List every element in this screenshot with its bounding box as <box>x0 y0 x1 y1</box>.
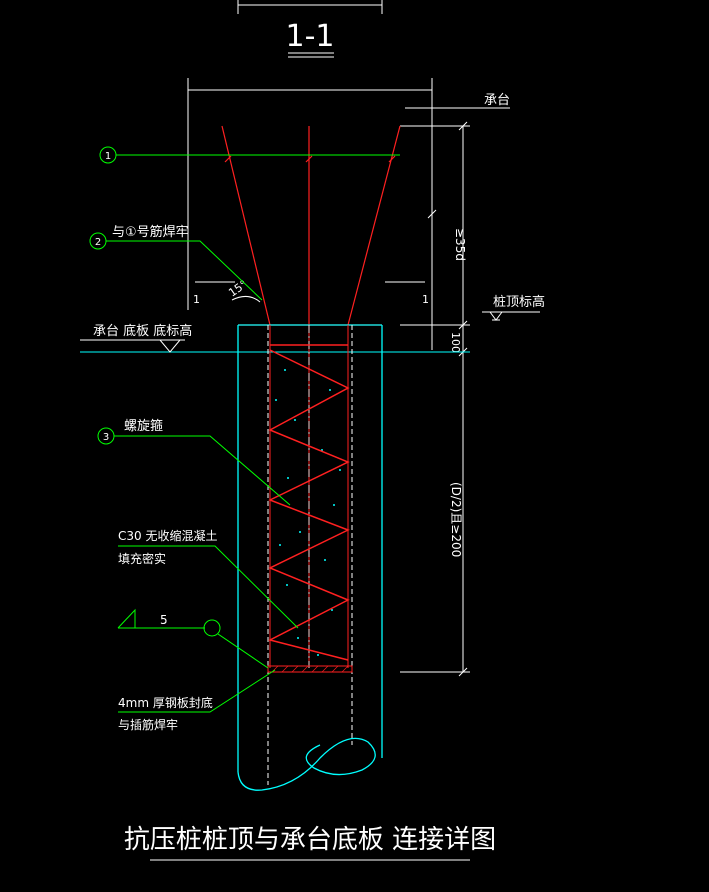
weld-symbol <box>117 608 269 669</box>
weld-note: 与①号筋焊牢 <box>112 224 189 240</box>
cap-bottom-elev-label: 承台 底板 底标高 <box>93 323 192 339</box>
callout-1-number: 1 <box>105 151 111 162</box>
callout-2-leader <box>106 240 263 301</box>
spiral-label: 螺旋箍 <box>124 418 163 434</box>
plate-note-1: 4mm 厚钢板封底 <box>118 695 213 710</box>
concrete-note-1: C30 无收缩混凝土 <box>118 528 217 543</box>
depth-dimension: (D/2)且≥200 <box>449 482 463 557</box>
pile-top-elev-label: 桩顶标高 <box>493 294 545 310</box>
section-mark-left: 1 <box>193 293 200 306</box>
angle-arc <box>231 296 261 303</box>
plate-leader <box>118 669 276 713</box>
concrete-fill-dots <box>275 369 341 656</box>
concrete-note-2: 填充密实 <box>118 551 166 566</box>
anchorage-dimension: ≥35d <box>453 228 467 261</box>
cap-label: 承台 <box>484 93 510 108</box>
spiral-stirrup <box>267 349 350 661</box>
pile-shell <box>237 324 383 791</box>
callout-3-leader <box>114 435 291 506</box>
top-dimension-fragment <box>237 0 383 14</box>
pile-inner-wall <box>267 325 353 785</box>
callout-3-number: 3 <box>103 432 109 443</box>
section-label: 1-1 <box>286 19 335 54</box>
anchor-rebars <box>221 125 401 326</box>
plate-note-2: 与插筋焊牢 <box>118 717 178 732</box>
embed-dimension: 100 <box>449 332 462 353</box>
right-dimensions <box>400 121 470 677</box>
width-dimension <box>187 78 433 310</box>
callout-2-number: 2 <box>95 237 101 248</box>
weld-size: 5 <box>160 613 168 627</box>
pile-top-elev-marker <box>482 311 540 321</box>
steel-plate-hatch <box>271 665 349 673</box>
cap-bottom-elev-marker <box>80 339 185 353</box>
concrete-leader <box>118 545 299 629</box>
steel-plate <box>267 665 353 673</box>
drawing-title: 抗压桩桩顶与承台底板 连接详图 <box>124 825 496 855</box>
section-mark-right: 1 <box>422 293 429 306</box>
